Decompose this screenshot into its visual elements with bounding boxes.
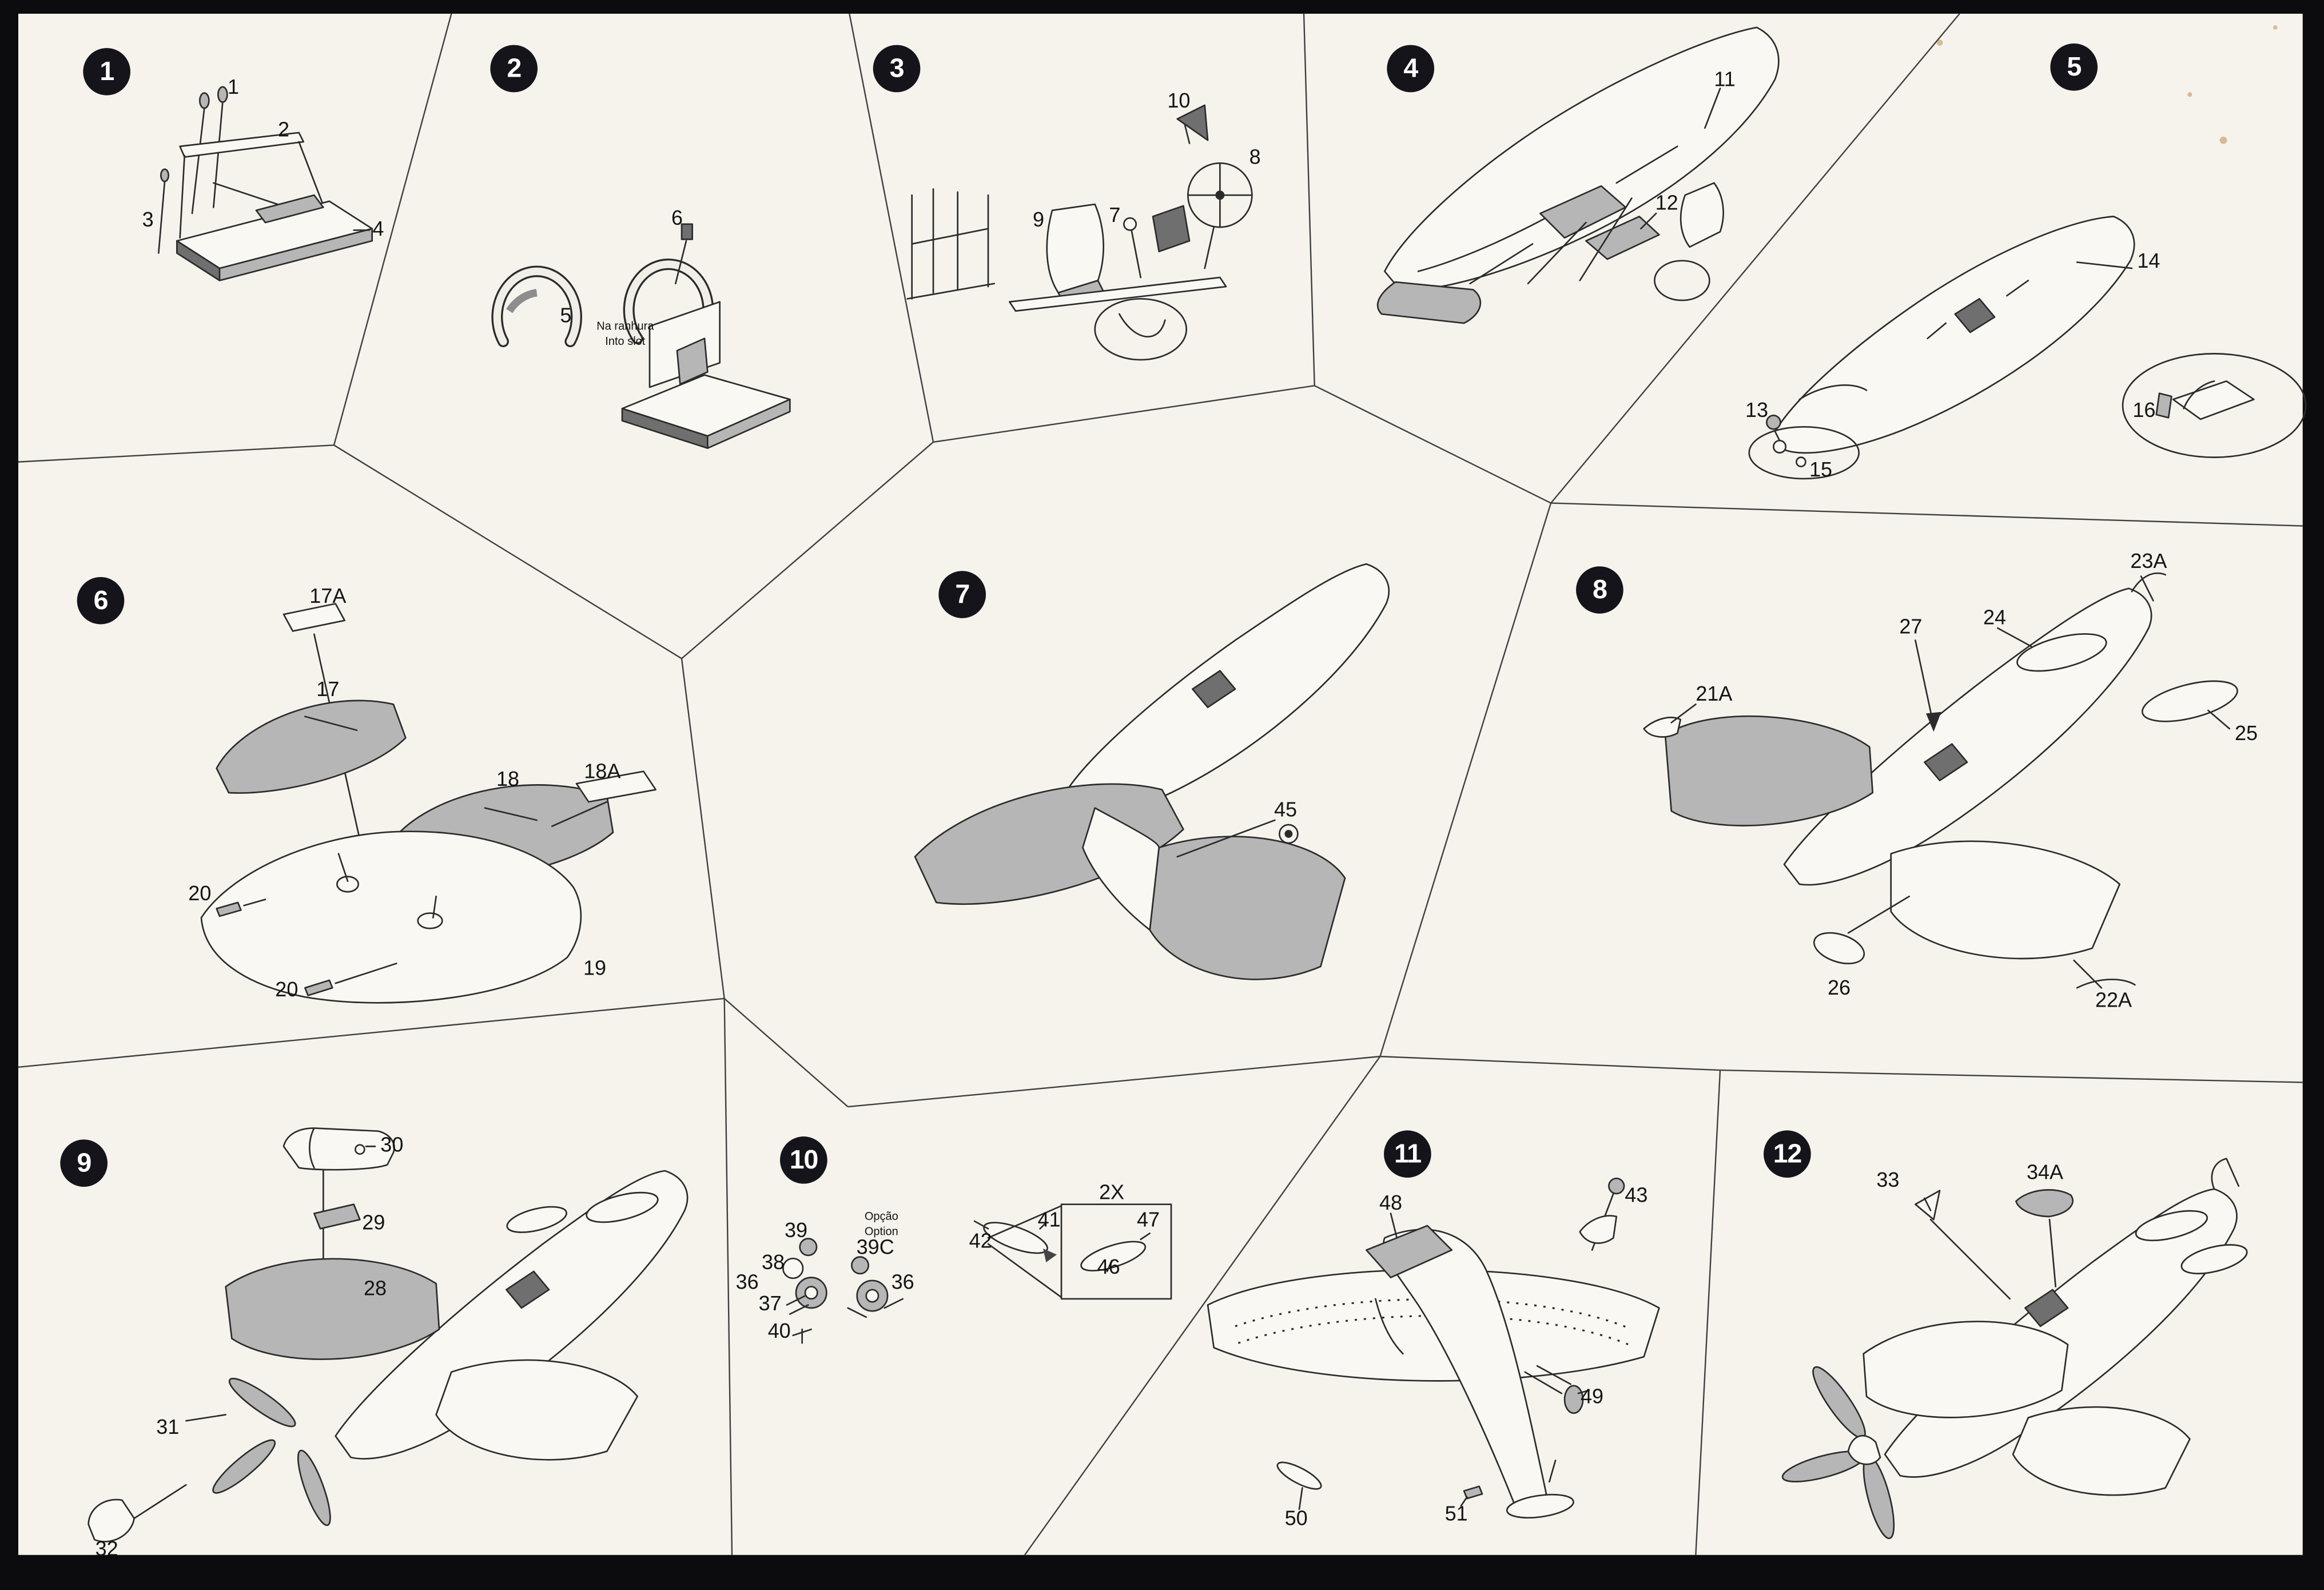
step-2-illustration: [491, 223, 791, 449]
step-badge-9: 9: [60, 1139, 108, 1187]
part-label-49: 49: [1580, 1385, 1604, 1408]
part-label-40: 40: [767, 1319, 791, 1342]
part-label-19: 19: [583, 956, 607, 980]
step-9-illustration: [87, 1127, 689, 1543]
part-label-20: 20: [188, 881, 212, 905]
part-label-30: 30: [380, 1133, 404, 1156]
part-label-39: 39: [784, 1218, 808, 1242]
instruction-note: Na ranhura Into slot: [596, 319, 654, 348]
part-label-42: 42: [969, 1229, 992, 1253]
part-label-26: 26: [1827, 976, 1851, 1000]
part-label-31: 31: [156, 1415, 180, 1438]
part-label-28: 28: [363, 1277, 387, 1300]
section-dividers: [18, 13, 2303, 1556]
step-badge-1: 1: [83, 47, 131, 96]
part-label-13: 13: [1745, 399, 1769, 422]
step-7-illustration: [914, 563, 1390, 980]
part-label-29: 29: [362, 1211, 385, 1234]
step-12-illustration: [1781, 1158, 2248, 1540]
step-badge-3: 3: [873, 45, 921, 93]
step-badge-6: 6: [77, 577, 125, 625]
part-label-47: 47: [1136, 1208, 1160, 1231]
part-label-7: 7: [1109, 203, 1121, 226]
part-label-43: 43: [1625, 1183, 1648, 1207]
step-badge-7: 7: [938, 571, 986, 618]
step-8-illustration: [1643, 572, 2238, 989]
part-label-27: 27: [1899, 615, 1923, 638]
step-badge-2: 2: [490, 45, 538, 93]
part-label-12: 12: [1655, 191, 1678, 214]
part-label-3: 3: [142, 208, 154, 231]
part-label-17a: 17A: [309, 585, 347, 608]
part-label-11: 11: [1714, 67, 1736, 91]
step-10-illustration: [782, 1203, 1172, 1344]
part-label-41: 41: [1037, 1208, 1061, 1231]
part-label-8: 8: [1249, 145, 1261, 169]
part-label-4: 4: [372, 217, 384, 240]
part-label-20: 20: [275, 977, 299, 1001]
part-label-21a: 21A: [1696, 682, 1733, 705]
step-6-illustration: [200, 603, 657, 1004]
part-label-37: 37: [758, 1291, 782, 1315]
part-label-36: 36: [735, 1270, 759, 1294]
part-label-34a: 34A: [2027, 1160, 2064, 1184]
step-5-illustration: [1748, 216, 2307, 480]
part-label-22a: 22A: [2095, 988, 2132, 1012]
part-label-6: 6: [671, 206, 683, 230]
step-badge-5: 5: [2050, 43, 2098, 91]
part-label-18: 18: [496, 768, 520, 791]
step-badge-10: 10: [780, 1136, 827, 1184]
step-badge-8: 8: [1576, 566, 1623, 614]
part-label-48: 48: [1379, 1191, 1403, 1214]
part-label-23a: 23A: [2130, 549, 2167, 573]
step-4-illustration: [1376, 26, 1780, 324]
part-label-2: 2: [277, 118, 290, 141]
part-label-39c: 39C: [856, 1235, 894, 1259]
part-label-45: 45: [1274, 798, 1298, 821]
part-label-16: 16: [2132, 399, 2156, 422]
instruction-note: Opção Option: [864, 1209, 898, 1238]
part-label-24: 24: [1983, 606, 2007, 629]
part-label-50: 50: [1284, 1506, 1308, 1530]
step-11-illustration: [1207, 1178, 1660, 1519]
paper-specks: [1936, 25, 2278, 144]
step-badge-12: 12: [1764, 1130, 1811, 1178]
part-label-10: 10: [1167, 89, 1191, 112]
part-label-17: 17: [316, 677, 340, 701]
part-label-36: 36: [891, 1270, 914, 1294]
part-label-14: 14: [2137, 249, 2160, 272]
part-label-15: 15: [1809, 458, 1833, 481]
part-label-5: 5: [560, 304, 572, 327]
part-label-1: 1: [227, 75, 240, 98]
step-badge-11: 11: [1384, 1130, 1431, 1178]
part-label-25: 25: [2235, 722, 2258, 745]
part-label-51: 51: [1444, 1502, 1468, 1525]
part-label-33: 33: [1876, 1168, 1900, 1192]
step-1-illustration: [158, 86, 373, 281]
part-label-38: 38: [761, 1250, 785, 1274]
part-label-2x: 2X: [1099, 1180, 1125, 1204]
part-label-18a: 18A: [584, 760, 621, 783]
step-badge-4: 4: [1387, 45, 1435, 93]
part-label-46: 46: [1097, 1255, 1120, 1278]
part-label-32: 32: [95, 1537, 118, 1561]
part-label-9: 9: [1033, 208, 1045, 231]
step-3-illustration: [906, 104, 1253, 361]
